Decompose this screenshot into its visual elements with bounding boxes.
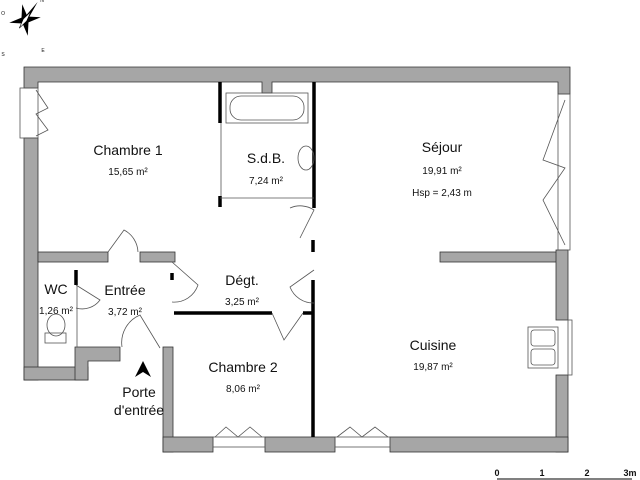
room-area-sdb: 7,24 m² <box>249 176 284 187</box>
scale-tick-1: 1 <box>539 468 544 478</box>
fixtures <box>44 92 559 369</box>
room-name-degt: Dégt. <box>225 272 258 288</box>
room-area-entree: 3,72 m² <box>108 307 143 318</box>
bathtub-icon <box>225 92 309 124</box>
room-area-chambre-1: 15,65 m² <box>108 167 148 178</box>
compass-south: S <box>1 52 5 58</box>
sink-icon <box>297 145 315 171</box>
room-name-chambre-1: Chambre 1 <box>93 142 162 158</box>
room-name-wc: WC <box>44 281 67 297</box>
room-area-degt: 3,25 m² <box>225 297 260 308</box>
room-name-sejour: Séjour <box>422 139 463 155</box>
room-area-sejour: 19,91 m² <box>422 166 462 177</box>
partitions <box>74 82 316 437</box>
compass-rose-icon: O N S E <box>1 0 45 58</box>
room-area-cuisine: 19,87 m² <box>413 362 453 373</box>
doors <box>75 205 315 349</box>
windows <box>19 87 573 448</box>
room-area-wc: 1,26 m² <box>39 306 74 317</box>
kitchen-sink-icon <box>527 326 559 369</box>
entrance-label-line1: Porte <box>122 384 156 400</box>
room-name-entree: Entrée <box>104 282 145 298</box>
room-name-sdb: S.d.B. <box>247 150 285 166</box>
room-name-cuisine: Cuisine <box>410 337 457 353</box>
room-name-chambre-2: Chambre 2 <box>208 359 277 375</box>
scale-tick-3: 3m <box>623 468 636 478</box>
ceiling-height: Hsp = 2,43 m <box>412 188 472 199</box>
entrance-arrow-icon <box>135 361 151 377</box>
scale-tick-2: 2 <box>584 468 589 478</box>
exterior-walls <box>23 66 571 453</box>
compass-west: O <box>1 11 5 17</box>
room-area-chambre-2: 8,06 m² <box>226 384 261 395</box>
toilet-icon <box>46 313 66 337</box>
entrance-label-line2: d'entrée <box>114 402 164 418</box>
scale-tick-0: 0 <box>494 468 499 478</box>
scale-bar: 0 1 2 3m <box>494 468 637 480</box>
compass-north: N <box>40 0 44 4</box>
compass-east: E <box>41 48 45 54</box>
